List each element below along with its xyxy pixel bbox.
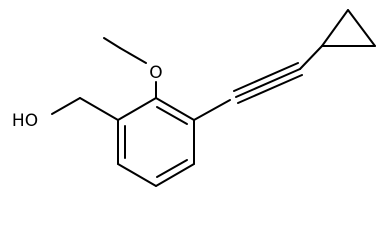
bond-ch2-to-oh: [51, 97, 81, 115]
methoxy-group: O: [103, 37, 163, 99]
methoxy-oxygen-label: O: [149, 63, 162, 83]
hydroxymethyl-group: HO: [12, 97, 119, 131]
ring-bond-c4-c5: [117, 163, 157, 187]
alkyne-line-upper: [233, 62, 299, 92]
bond-ring-to-ch2: [79, 97, 119, 121]
alkyne-line-lower: [237, 74, 303, 104]
ring-double-bond-c3-c4: [156, 159, 188, 178]
hydroxyl-label: HO: [12, 111, 38, 131]
ring-bond-c1-c2: [155, 97, 195, 121]
cyclopropyl-bond-2: [347, 9, 376, 47]
alkyne-line-center: [235, 68, 301, 98]
ring-double-bond-c1-c2: [156, 106, 188, 125]
benzene-ring: [117, 97, 195, 187]
cyclopropyl-bond-1: [321, 9, 349, 47]
bond-alkyne-to-cyclopropyl: [299, 45, 323, 70]
molecule-structure: O HO: [12, 9, 376, 187]
ring-bond-c3-c4: [155, 163, 195, 187]
ring-bond-c6-c1: [117, 97, 157, 121]
cyclopropyl-ring: [321, 9, 376, 47]
alkyne-triple-bond: [193, 45, 323, 121]
methyl-terminal-bond: [103, 37, 121, 49]
bond-ring-to-alkyne: [193, 99, 231, 121]
bond-oxygen-to-methyl: [119, 47, 147, 64]
